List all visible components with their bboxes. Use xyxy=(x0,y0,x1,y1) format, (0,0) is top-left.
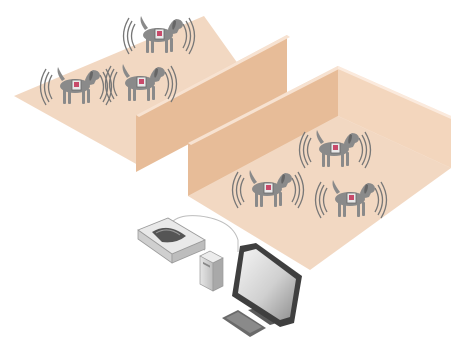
right-kennel xyxy=(188,66,451,270)
desktop-computer-icon xyxy=(199,250,224,292)
left-kennel-wall-front xyxy=(136,35,287,172)
right-kennel-floor xyxy=(188,116,451,270)
right-kennel-wall-back xyxy=(188,66,338,196)
right-kennel-wall-side xyxy=(338,66,451,168)
right-kennel-wall-top xyxy=(188,66,341,145)
keyboard-icon xyxy=(222,310,266,337)
monitor-icon xyxy=(232,243,302,327)
right-kennel-wall-top-side xyxy=(338,66,451,119)
wireless-receiver-icon xyxy=(137,217,206,264)
